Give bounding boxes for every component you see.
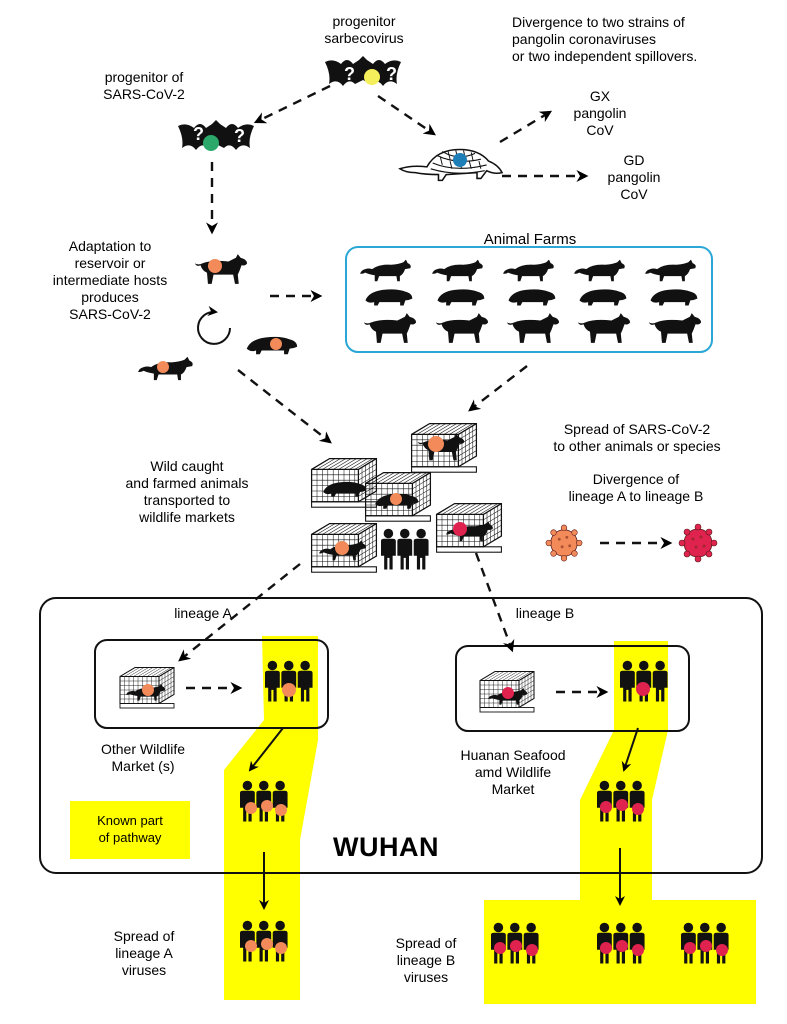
civet-icon bbox=[138, 356, 193, 381]
people-group-icon bbox=[597, 923, 645, 964]
adaptation-label: Adaptation to reservoir or intermediate … bbox=[52, 238, 168, 322]
divergence-pangolin-label: Divergence to two strains of pangolin co… bbox=[512, 14, 698, 64]
people-group-icon bbox=[681, 923, 729, 964]
wuhan-label: WUHAN bbox=[333, 832, 439, 862]
gx-pangolin-label: GX pangolin CoV bbox=[573, 88, 627, 138]
huanan-market-label: Huanan Seafood amd Wildlife Market bbox=[460, 747, 566, 797]
virus-icon bbox=[453, 153, 467, 167]
progenitor-sarbecovirus-label: progenitor sarbecovirus bbox=[324, 13, 404, 46]
known-part-label: Known part of pathway bbox=[97, 813, 163, 845]
animal-farms-title: Animal Farms bbox=[483, 231, 577, 248]
virus-icon bbox=[364, 69, 380, 85]
lineage-a-label: lineage A bbox=[174, 605, 232, 621]
gd-pangolin-label: GD pangolin CoV bbox=[607, 152, 661, 202]
spread-lineage-a-label: Spread of lineage A viruses bbox=[113, 928, 175, 978]
cage-icon bbox=[310, 522, 378, 573]
huanan-market-box bbox=[455, 645, 690, 732]
pathway-arrows bbox=[178, 84, 673, 698]
cage-icon bbox=[479, 670, 535, 713]
divergence-lineage-label: Divergence of lineage A to lineage B bbox=[568, 471, 704, 504]
svg-text:?: ? bbox=[193, 124, 204, 144]
cage-icon bbox=[364, 471, 432, 522]
spread-other-animals-label: Spread of SARS-CoV-2 to other animals or… bbox=[553, 421, 721, 454]
people-group-icon bbox=[491, 923, 539, 964]
bat-icon: ? ? bbox=[178, 120, 254, 151]
pangolin-icon bbox=[399, 148, 503, 182]
cage-icon bbox=[119, 666, 175, 709]
virus-icon bbox=[678, 523, 718, 563]
cage-icon bbox=[410, 422, 478, 473]
cage-icon bbox=[435, 502, 503, 553]
people-group-icon bbox=[265, 661, 313, 702]
civet-icon bbox=[246, 336, 298, 355]
svg-text:?: ? bbox=[344, 64, 355, 84]
spread-lineage-b-label: Spread of lineage B viruses bbox=[395, 935, 457, 985]
lineage-b-label: lineage B bbox=[515, 605, 575, 621]
civet-icon bbox=[194, 254, 248, 284]
progenitor-sars2-label: progenitor of SARS-CoV-2 bbox=[103, 69, 185, 102]
bat-icon: ? ? bbox=[325, 56, 401, 86]
people-group-icon bbox=[381, 529, 429, 570]
cycle-arrow-icon bbox=[197, 306, 231, 345]
wuhan-region-box bbox=[39, 597, 763, 874]
svg-text:?: ? bbox=[234, 126, 245, 146]
virus-icon bbox=[545, 524, 583, 562]
people-group-icon bbox=[240, 781, 288, 822]
other-wildlife-market-box bbox=[94, 639, 329, 729]
known-part-key-swatch bbox=[70, 801, 190, 859]
people-group-icon bbox=[620, 661, 668, 702]
people-group-icon bbox=[597, 781, 645, 822]
spread-arrows bbox=[248, 727, 639, 910]
svg-text:?: ? bbox=[386, 64, 397, 84]
virus-icon bbox=[203, 135, 219, 151]
other-wildlife-market-label: Other Wildlife Market (s) bbox=[100, 741, 186, 774]
wild-caught-label: Wild caught and farmed animals transport… bbox=[125, 458, 249, 525]
people-group-icon bbox=[240, 921, 288, 962]
